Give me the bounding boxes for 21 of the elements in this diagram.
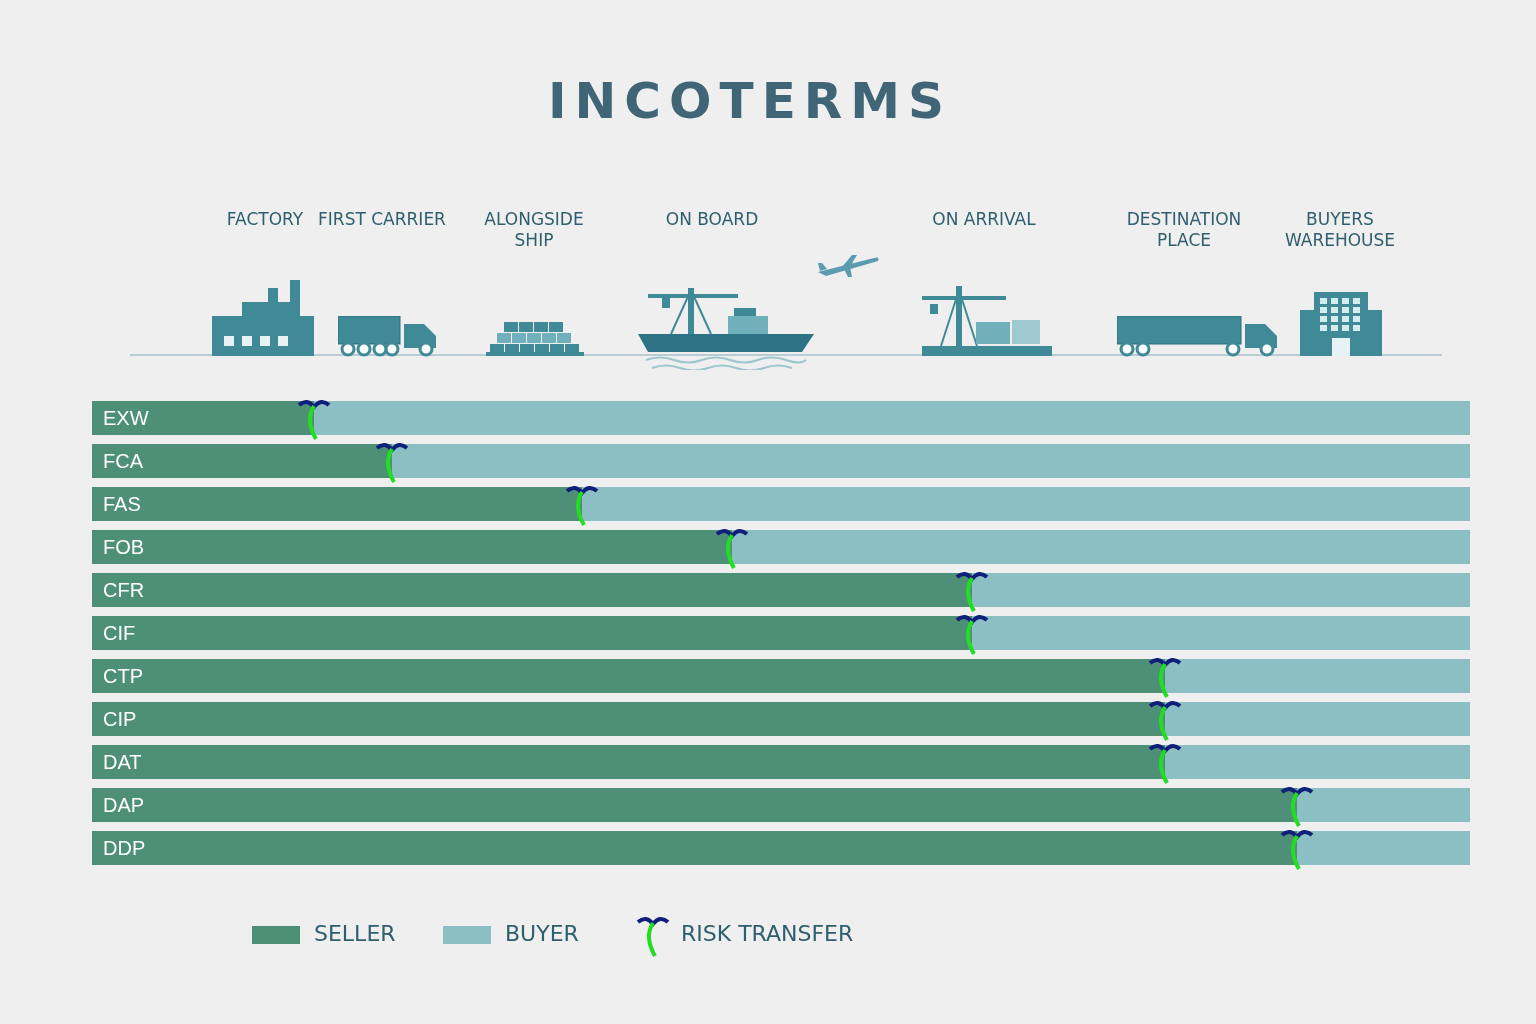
- term-label: FCA: [103, 450, 143, 472]
- term-label: DDP: [103, 837, 146, 859]
- term-label: DAT: [103, 751, 142, 773]
- term-label: CFR: [103, 579, 145, 601]
- stage-label: DESTINATION PLACE: [1125, 209, 1243, 251]
- term-label: CIF: [103, 622, 136, 644]
- legend-label: RISK TRANSFER: [681, 921, 854, 946]
- term-label: FOB: [103, 536, 145, 558]
- term-label: FAS: [103, 493, 141, 515]
- stage-label: ON BOARD: [664, 209, 760, 230]
- term-label: EXW: [103, 407, 149, 429]
- stage-label: FIRST CARRIER: [317, 209, 447, 230]
- stage-label: BUYERS WAREHOUSE: [1283, 209, 1397, 251]
- legend-label: BUYER: [505, 921, 579, 946]
- legend-label: SELLER: [314, 921, 396, 946]
- term-label: CTP: [103, 665, 143, 687]
- term-label: DAP: [103, 794, 145, 816]
- stage-label: ALONGSIDE SHIP: [483, 209, 585, 251]
- stage-label: ON ARRIVAL: [931, 209, 1037, 230]
- title: INCOTERMS: [546, 72, 954, 130]
- term-label: CIP: [103, 708, 137, 730]
